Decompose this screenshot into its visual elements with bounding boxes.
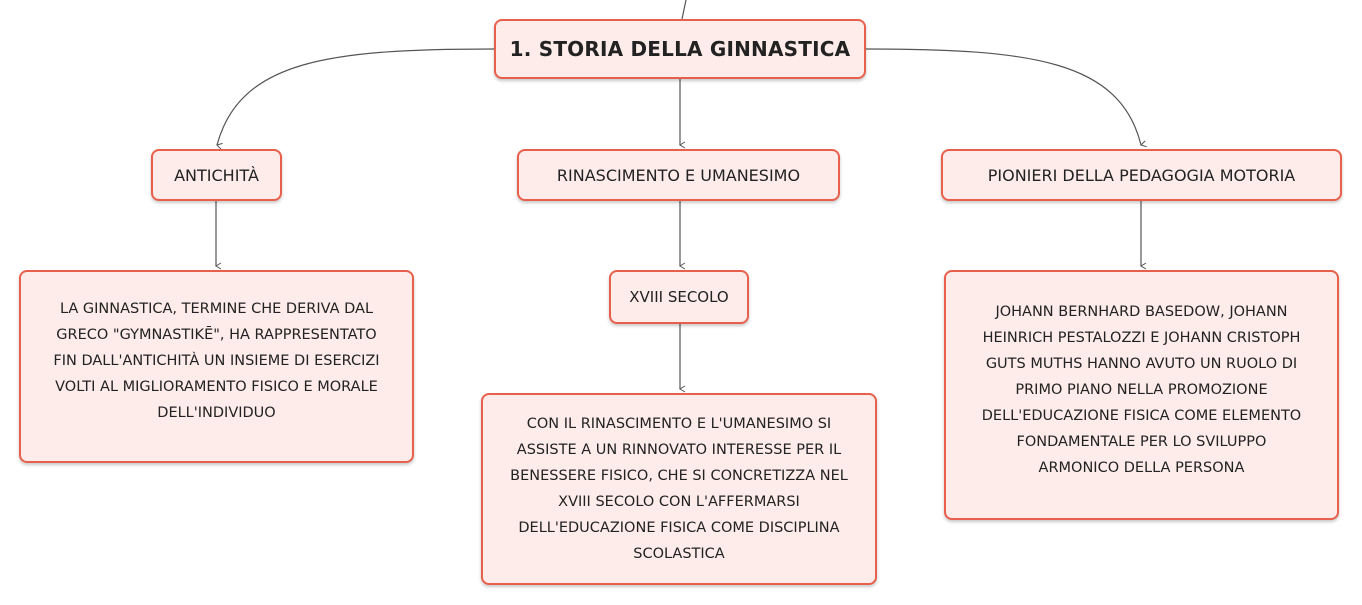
description-antiquity-text: LA GINNASTICA, TERMINE CHE DERIVA DAL GR… <box>53 301 380 421</box>
topic-pioneers-label: PIONIERI DELLA PEDAGOGIA MOTORIA <box>987 165 1296 185</box>
connector-root-antiquity <box>216 48 495 150</box>
description-renaissance-text: CON IL RINASCIMENTO E L'UMANESIMO SI ASS… <box>510 416 848 562</box>
description-antiquity[interactable]: LA GINNASTICA, TERMINE CHE DERIVA DAL GR… <box>19 270 414 463</box>
description-pioneers[interactable]: JOHANN BERNHARD BASEDOW, JOHANN HEINRICH… <box>944 270 1339 520</box>
subtopic-18th-century[interactable]: XVIII SECOLO <box>609 270 749 324</box>
topic-antiquity[interactable]: ANTICHITÀ <box>151 149 282 201</box>
topic-renaissance[interactable]: RINASCIMENTO E UMANESIMO <box>517 149 840 201</box>
description-renaissance[interactable]: CON IL RINASCIMENTO E L'UMANESIMO SI ASS… <box>481 393 877 585</box>
connector-root-pioneers <box>865 48 1147 148</box>
subtopic-18th-century-label: XVIII SECOLO <box>629 288 729 306</box>
description-pioneers-text: JOHANN BERNHARD BASEDOW, JOHANN HEINRICH… <box>981 304 1302 476</box>
topic-antiquity-label: ANTICHITÀ <box>174 165 259 185</box>
root-topic-label: 1. STORIA DELLA GINNASTICA <box>509 37 851 61</box>
topic-renaissance-label: RINASCIMENTO E UMANESIMO <box>556 165 801 185</box>
topic-pioneers[interactable]: PIONIERI DELLA PEDAGOGIA MOTORIA <box>941 149 1342 201</box>
root-topic[interactable]: 1. STORIA DELLA GINNASTICA <box>494 19 866 79</box>
connector-incoming <box>681 0 687 20</box>
